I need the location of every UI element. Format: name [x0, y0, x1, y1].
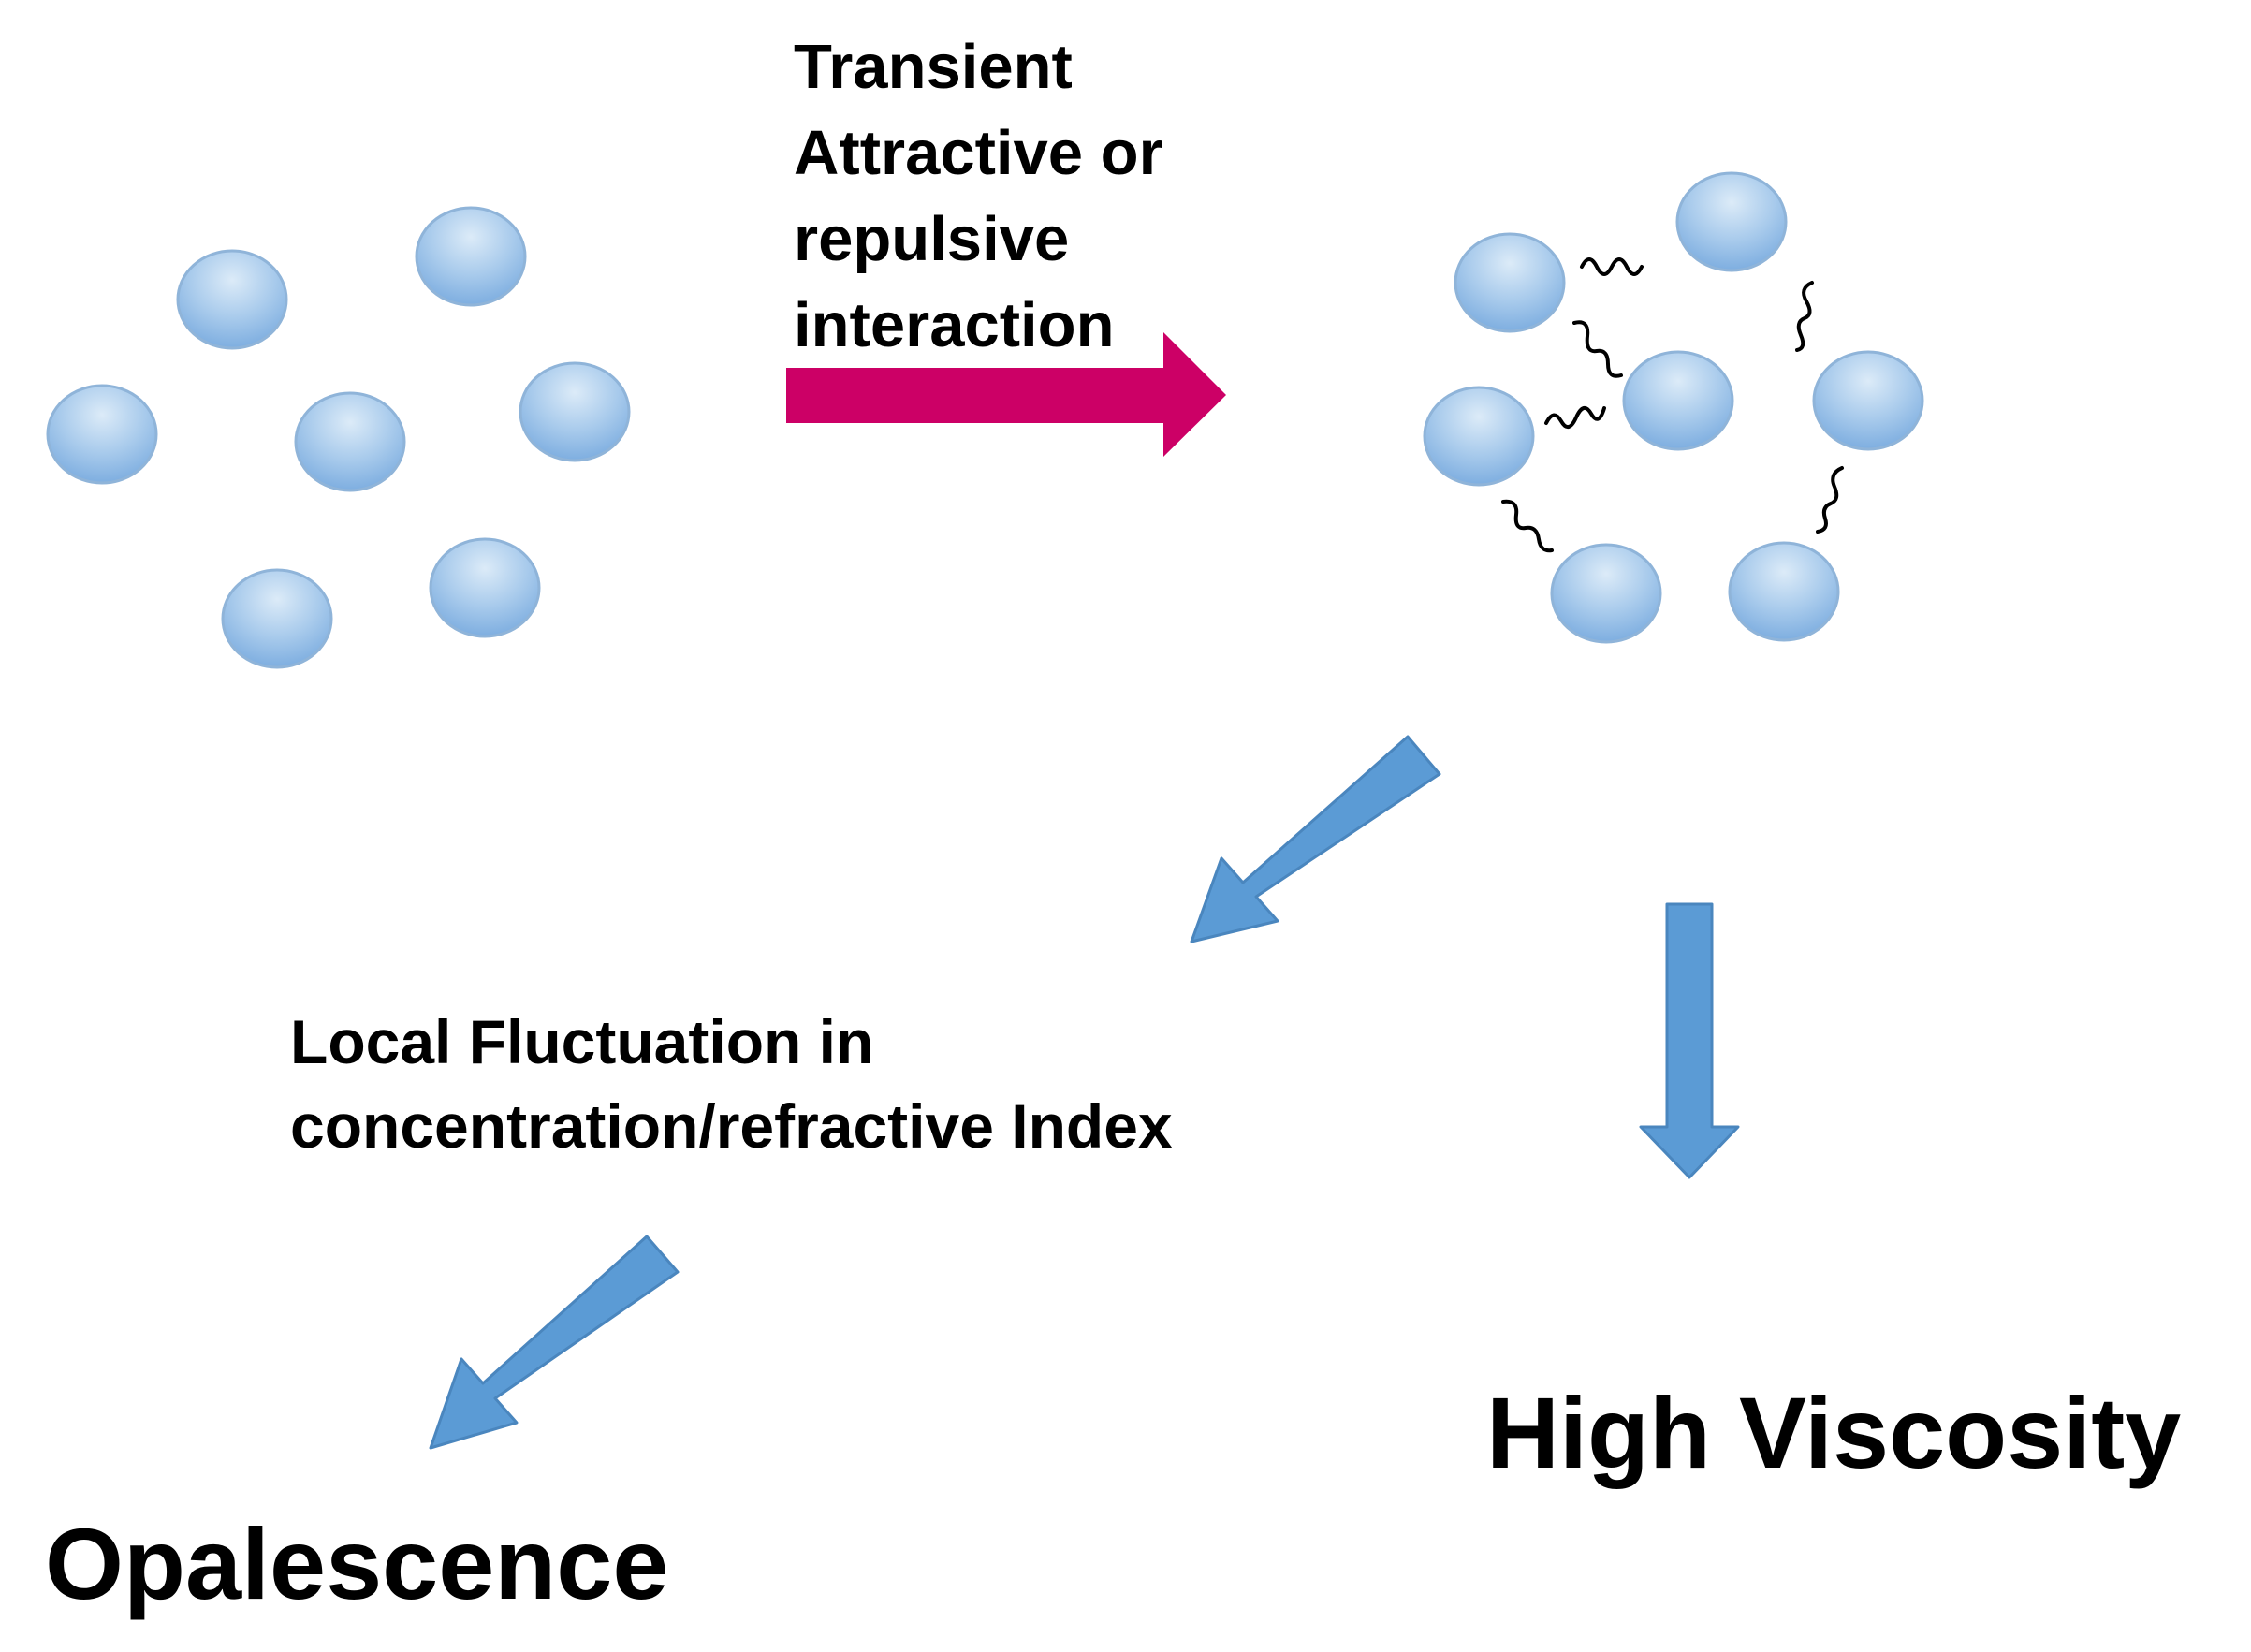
squiggle [1501, 499, 1554, 553]
interaction-label-line: interaction [794, 290, 1115, 360]
interaction-label-line: Attractive or [794, 118, 1163, 188]
particle [176, 249, 288, 350]
fluctuation-label-line: Local Fluctuation in [290, 1007, 874, 1076]
interaction-label-line: repulsive [794, 204, 1070, 274]
particle [294, 391, 406, 492]
particle [1423, 386, 1535, 487]
fluctuation-label-line: concentration/refractive Index [290, 1091, 1173, 1161]
squiggle [1544, 406, 1606, 429]
opalescence-label: Opalescence [45, 1507, 669, 1620]
particle [1622, 350, 1734, 451]
high-viscosity-label: High Viscosity [1486, 1376, 2182, 1489]
dispersed-particles [46, 206, 631, 669]
flow-arrow-to-fluctuation [1190, 735, 1441, 943]
interaction-label: Transient Attractive or repulsive intera… [794, 24, 1163, 369]
particle [1454, 232, 1566, 333]
flow-arrow-to-viscosity [1639, 902, 1740, 1179]
interacting-particles [1423, 171, 1924, 644]
interaction-label-line: Transient [794, 32, 1073, 102]
interaction-arrow [786, 332, 1226, 457]
squiggle [1580, 257, 1644, 276]
squiggle [1816, 466, 1844, 534]
particle [1675, 171, 1788, 272]
particle [519, 361, 631, 462]
particle [1812, 350, 1924, 451]
particle [415, 206, 527, 307]
particle [46, 384, 158, 485]
particle [429, 537, 541, 638]
flow-arrow-to-opalescence [429, 1235, 680, 1450]
squiggle [1795, 281, 1814, 352]
interaction-squiggles [1501, 257, 1844, 553]
fluctuation-label: Local Fluctuation in concentration/refra… [290, 1000, 1173, 1168]
particle [1728, 541, 1840, 642]
particle [1550, 543, 1662, 644]
squiggle [1572, 320, 1623, 378]
particle [221, 568, 333, 669]
